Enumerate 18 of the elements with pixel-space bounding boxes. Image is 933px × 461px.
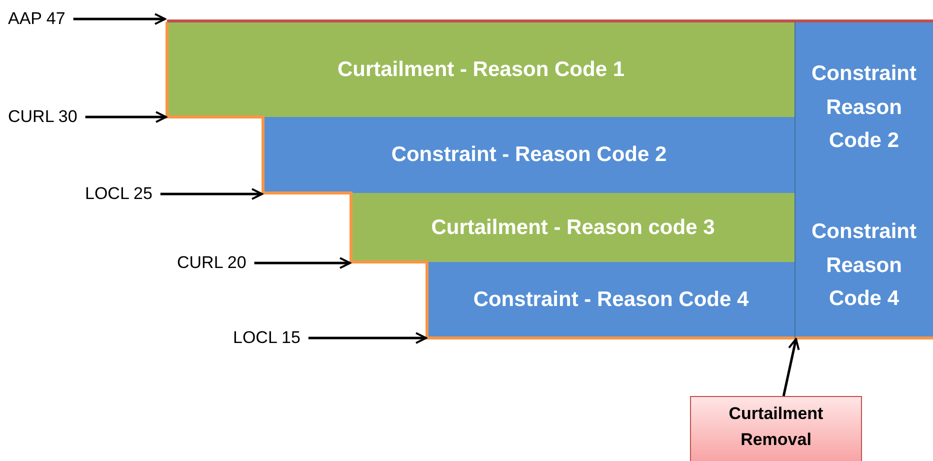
arrow	[782, 338, 800, 396]
level-label: CURL 20	[177, 250, 257, 276]
reason-band: Curtailment - Reason code 3	[351, 193, 795, 262]
level-label: LOCL 15	[233, 325, 313, 351]
reason-band: Constraint Reason Code 4	[795, 193, 933, 338]
reason-band: Constraint - Reason Code 4	[427, 262, 795, 338]
reason-band: Curtailment - Reason Code 1	[167, 22, 795, 117]
reason-band: Constraint Reason Code 2	[795, 22, 933, 193]
level-label: CURL 30	[8, 104, 88, 130]
arrow	[308, 332, 427, 344]
arrow	[254, 257, 351, 269]
arrow	[160, 188, 263, 200]
arrow	[73, 13, 166, 25]
reason-band: Constraint - Reason Code 2	[263, 117, 795, 193]
level-label: LOCL 25	[85, 181, 165, 207]
removal-box: Curtailment Removal	[690, 396, 862, 461]
level-label: AAP 47	[8, 6, 78, 32]
arrow	[85, 111, 167, 123]
